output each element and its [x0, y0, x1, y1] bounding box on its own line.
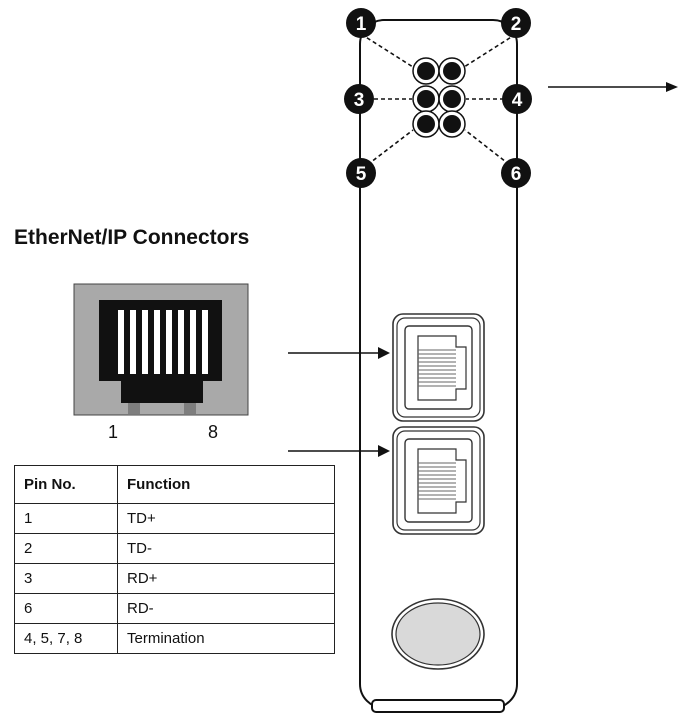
table-header-row: Pin No. Function	[14, 465, 335, 504]
table-cell-pin: 1	[14, 503, 118, 534]
table-cell-pin: 4, 5, 7, 8	[14, 623, 118, 654]
arrow-to-bottom-port-icon	[288, 445, 390, 457]
table-cell-pin: 6	[14, 593, 118, 624]
callout-label-2: 2	[511, 14, 522, 35]
table-header-function: Function	[117, 465, 335, 504]
reset-button-oval	[391, 598, 485, 670]
callout-label-6: 6	[511, 164, 522, 185]
callout-label-4: 4	[512, 90, 523, 111]
callout-label-3: 3	[354, 90, 365, 111]
callout-label-1: 1	[356, 14, 367, 35]
callout-badge-3	[344, 84, 374, 114]
table-row: 3 RD+	[14, 563, 335, 594]
table-row: 2 TD-	[14, 533, 335, 564]
table-row: 6 RD-	[14, 593, 335, 624]
table-cell-function: TD+	[117, 503, 335, 534]
rj45-pin-right-label: 8	[208, 422, 219, 442]
callout-label-5: 5	[356, 164, 367, 185]
section-title: EtherNet/IP Connectors	[14, 226, 250, 249]
pin-function-table: Pin No. Function 1 TD+ 2 TD- 3 RD+ 6 RD-…	[14, 465, 335, 654]
callout-badge-5	[346, 158, 376, 188]
ethernet-port-bottom	[392, 426, 485, 535]
table-row: 1 TD+	[14, 503, 335, 534]
table-cell-pin: 2	[14, 533, 118, 564]
callout-badge-4	[502, 84, 532, 114]
callout-badges: 1 2 3 4 5 6	[344, 8, 532, 188]
device-bottom-tab	[371, 699, 505, 713]
rj45-pin-left-label: 1	[108, 422, 119, 442]
table-cell-pin: 3	[14, 563, 118, 594]
arrow-to-top-port-icon	[288, 347, 390, 359]
table-cell-function: RD+	[117, 563, 335, 594]
led-cluster	[412, 57, 466, 138]
rj45-jack-illustration	[73, 283, 249, 416]
callout-badge-6	[501, 158, 531, 188]
table-cell-function: Termination	[117, 623, 335, 654]
table-row: 4, 5, 7, 8 Termination	[14, 623, 335, 654]
table-header-pin: Pin No.	[14, 465, 118, 504]
callout-badge-2	[501, 8, 531, 38]
arrow-right-icon	[548, 82, 678, 92]
ethernet-port-top	[392, 313, 485, 422]
table-cell-function: TD-	[117, 533, 335, 564]
table-cell-function: RD-	[117, 593, 335, 624]
callout-badge-1	[346, 8, 376, 38]
